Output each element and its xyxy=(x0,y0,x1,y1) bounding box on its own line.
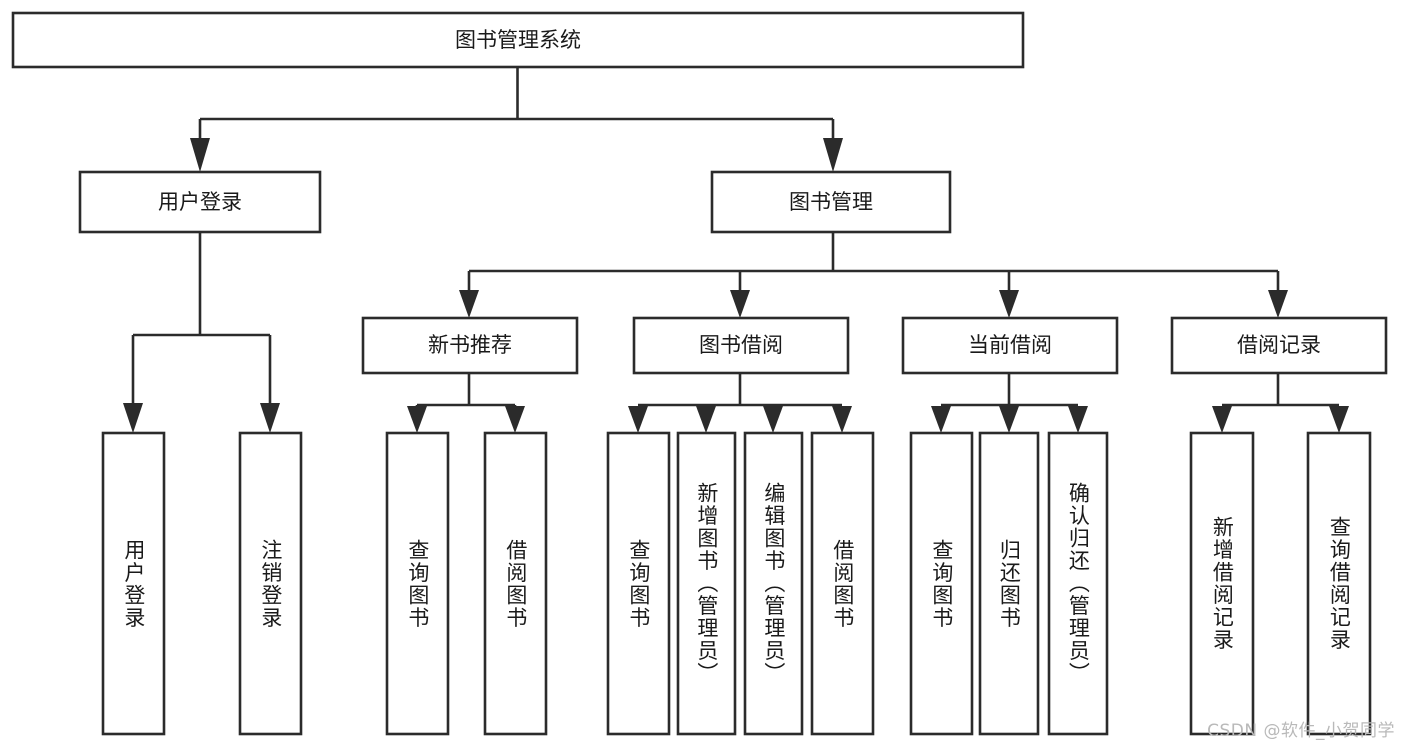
node-leaf-edit-book[interactable] xyxy=(743,431,804,736)
arrow-head-leaf-query-book-1 xyxy=(407,406,427,433)
node-leaf-query-book-2[interactable] xyxy=(606,431,671,736)
node-new-book-rec[interactable] xyxy=(361,316,579,375)
node-leaf-user-login[interactable] xyxy=(101,431,166,736)
node-leaf-add-book[interactable] xyxy=(676,431,737,736)
label-book-manage: 图书管理 xyxy=(789,190,873,214)
label-new-book-rec: 新书推荐 xyxy=(428,333,512,357)
node-leaf-return-book[interactable] xyxy=(978,431,1040,736)
node-leaf-query-book-1[interactable] xyxy=(385,431,450,736)
node-leaf-user-logout[interactable] xyxy=(238,431,303,736)
node-borrow-record[interactable] xyxy=(1170,316,1388,375)
arrow-head-borrow-record xyxy=(1268,290,1288,318)
arrow-head-leaf-query-book-2 xyxy=(628,406,648,433)
watermark-text: CSDN @软件_小贺同学 xyxy=(1207,721,1395,741)
arrow-head-book-manage xyxy=(823,138,843,172)
arrow-head-leaf-add-record xyxy=(1212,406,1232,433)
arrow-head-leaf-user-logout xyxy=(260,403,280,433)
node-user-login[interactable] xyxy=(78,170,322,234)
node-current-borrow[interactable] xyxy=(901,316,1119,375)
arrow-head-user-login xyxy=(190,138,210,172)
arrow-head-leaf-borrow-book-1 xyxy=(505,406,525,433)
label-user-login: 用户登录 xyxy=(158,190,242,214)
node-leaf-query-book-3[interactable] xyxy=(909,431,974,736)
horizontal-label-layer: 图书管理系统 用户登录 图书管理 新书推荐 图书借阅 当前借阅 借阅记录 xyxy=(158,28,1321,357)
node-leaf-borrow-book-2[interactable] xyxy=(810,431,875,736)
node-leaf-confirm-return[interactable] xyxy=(1047,431,1109,736)
arrow-head-leaf-return-book xyxy=(999,406,1019,433)
arrow-head-leaf-borrow-book-2 xyxy=(832,406,852,433)
arrow-head-book-borrow xyxy=(730,290,750,318)
label-borrow-record: 借阅记录 xyxy=(1237,333,1321,357)
arrow-head-leaf-query-record xyxy=(1329,406,1349,433)
node-leaf-add-record[interactable] xyxy=(1189,431,1255,736)
arrow-head-leaf-confirm-return xyxy=(1068,406,1088,433)
connector-layer xyxy=(123,67,1349,433)
arrow-head-current-borrow xyxy=(999,290,1019,318)
node-book-manage[interactable] xyxy=(710,170,952,234)
node-leaf-query-record[interactable] xyxy=(1306,431,1372,736)
label-book-borrow: 图书借阅 xyxy=(699,333,783,357)
arrow-head-leaf-add-book xyxy=(696,406,716,433)
arrow-head-leaf-query-book-3 xyxy=(931,406,951,433)
node-layer xyxy=(11,11,1388,736)
label-root: 图书管理系统 xyxy=(455,28,581,52)
node-root[interactable] xyxy=(11,11,1025,69)
arrow-head-new-book-rec xyxy=(459,290,479,318)
node-leaf-borrow-book-1[interactable] xyxy=(483,431,548,736)
arrow-head-leaf-user-login xyxy=(123,403,143,433)
node-book-borrow[interactable] xyxy=(632,316,850,375)
arrow-head-leaf-edit-book xyxy=(763,406,783,433)
label-current-borrow: 当前借阅 xyxy=(968,333,1052,357)
